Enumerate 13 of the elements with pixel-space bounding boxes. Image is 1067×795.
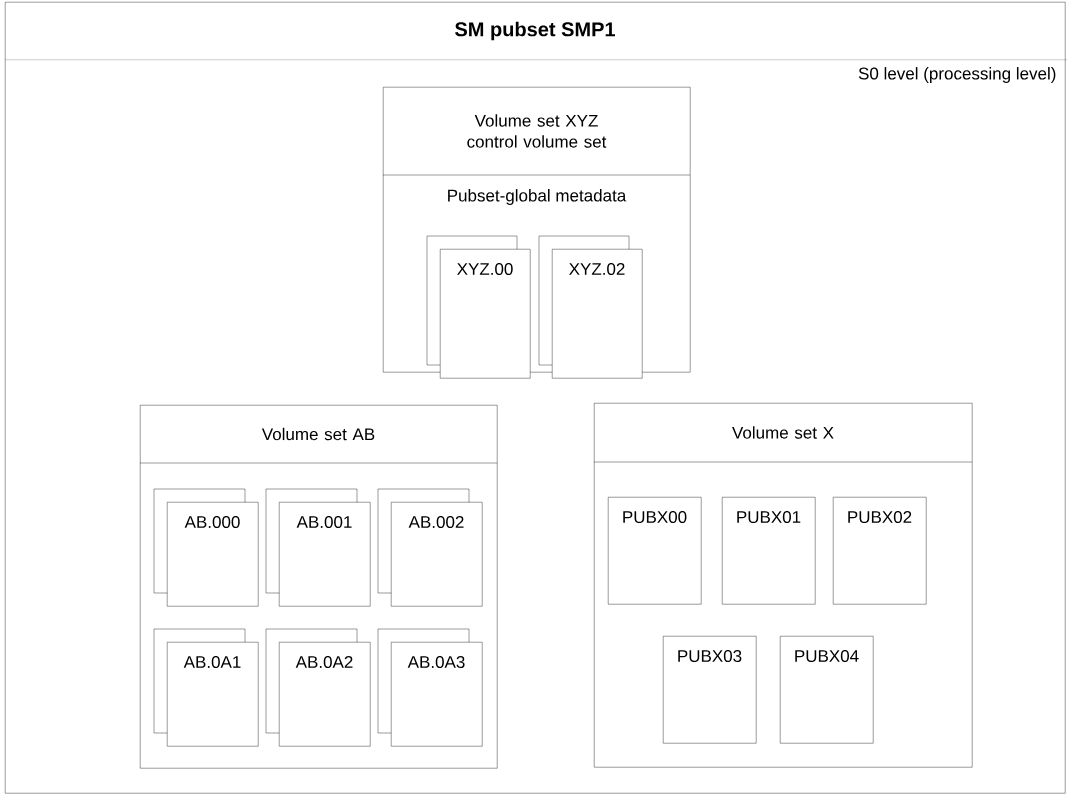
stacked-volume: AB.0A2: [265, 628, 371, 747]
volume-page: PUBX02: [833, 497, 927, 605]
stacked-volume: AB.002: [377, 488, 483, 607]
volume-page: PUBX04: [780, 636, 874, 744]
volume-page: PUBX00: [608, 497, 702, 605]
stacked-volume: XYZ.00: [426, 235, 531, 379]
stacked-volume: AB.000: [153, 488, 259, 607]
volume-page: PUBX01: [722, 497, 816, 605]
stacked-volume: AB.001: [265, 488, 371, 607]
stacked-volume: XYZ.02: [538, 235, 643, 379]
stacked-volume: AB.0A1: [153, 628, 259, 747]
volume-page: PUBX03: [663, 636, 757, 744]
stacked-volume: AB.0A3: [377, 628, 483, 747]
